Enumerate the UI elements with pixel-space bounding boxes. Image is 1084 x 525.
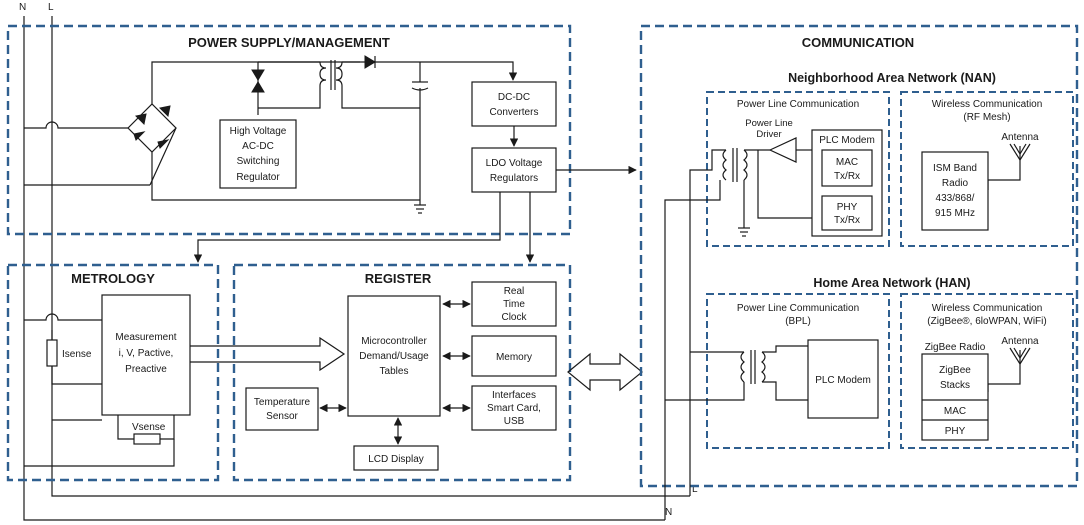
mcu-line1: Microcontroller [361,336,427,347]
interfaces-line2: Smart Card, [487,403,541,414]
mcu-box [347,295,441,417]
dcdc-line1: DC-DC [498,92,530,103]
register-section: REGISTER Microcontroller Demand/Usage Ta… [232,263,572,482]
ism-line4: 915 MHz [935,208,975,219]
metrology-section: METROLOGY Measurement i, V, Pactive, Pre… [6,263,346,482]
measurement-line2: i, V, Pactive, [119,348,174,359]
mcu-line2: Demand/Usage [359,351,429,362]
hv-regulator-line3: Switching [237,156,280,167]
interfaces-line3: USB [504,416,525,427]
dcdc-line2: Converters [490,107,539,118]
nan-mac-line2: Tx/Rx [834,171,860,182]
vsense-label: Vsense [132,422,166,433]
zigbee-mac-label: MAC [944,406,966,417]
measurement-line3: Preactive [125,364,167,375]
nan-pl-driver [768,137,797,163]
ism-radio-box [921,151,989,231]
communication-title: COMMUNICATION [802,35,914,50]
temp-line2: Sensor [266,411,298,422]
han-antenna-icon [987,347,1031,392]
rtc-line3: Clock [501,312,527,323]
nan-phy-line2: Tx/Rx [834,215,860,226]
memory-label: Memory [496,352,532,363]
han-title: Home Area Network (HAN) [813,276,970,290]
register-title: REGISTER [365,271,432,286]
hv-regulator-box [219,119,297,189]
nan-antenna-label: Antenna [1001,132,1039,143]
nan-mac-line1: MAC [836,157,858,168]
nan-pl-driver-line2: Driver [756,129,781,140]
nan-wireless-title-line2: (RF Mesh) [963,112,1010,123]
nan-plc-title: Power Line Communication [737,99,859,110]
zigbee-stacks-line2: Stacks [940,380,970,391]
han-plc-modem-label: PLC Modem [815,375,871,386]
register-frame [232,263,572,482]
isense-resistor [46,339,58,367]
power-supply-frame [6,24,572,236]
memory-box [471,335,557,377]
han-plc-title-line1: Power Line Communication [737,303,859,314]
rtc-line2: Time [503,299,525,310]
ldo-line2: Regulators [490,173,538,184]
han-antenna-label: Antenna [1001,336,1039,347]
nan-mac-box [821,149,873,187]
hv-regulator-line2: AC-DC [242,141,274,152]
mains-l-label: L [48,2,54,13]
zigbee-radio-box [921,353,989,441]
hv-regulator-line1: High Voltage [230,126,287,137]
ism-line2: Radio [942,178,969,189]
han-plc-modem-box [807,339,879,419]
han-plc-frame [706,293,890,449]
lcd-box [353,445,439,471]
nan-plc-modem-label: PLC Modem [819,135,875,146]
communication-section: COMMUNICATION Neighborhood Area Network … [639,24,1079,520]
mains-n-label: N [19,2,26,13]
han-l-label: L [692,484,698,495]
nan-wireless-frame [900,91,1074,247]
interfaces-box [471,385,557,431]
zigbee-radio-label: ZigBee Radio [925,342,986,353]
ism-line1: ISM Band [933,163,977,174]
hv-regulator-line4: Regulator [236,172,280,183]
ldo-line1: LDO Voltage [486,158,543,169]
han-n-label: N [665,507,672,518]
han-wireless-frame [900,293,1074,449]
ism-line3: 433/868/ [936,193,975,204]
measurement-box [101,294,191,416]
rtc-box [471,281,557,327]
power-supply-title: POWER SUPPLY/MANAGEMENT [188,35,390,50]
mains-wiring: N L N L [19,2,698,521]
temp-sensor-box [245,387,319,431]
ldo-box [471,147,557,193]
mcu-line3: Tables [380,366,409,377]
zigbee-phy-label: PHY [945,426,966,437]
han-wireless-title-line2: (ZigBee®, 6loWPAN, WiFi) [927,316,1046,327]
interfaces-line1: Interfaces [492,390,536,401]
nan-antenna-icon [987,143,1031,190]
dcdc-box [471,81,557,127]
han-plc-title-line2: (BPL) [785,316,811,327]
isense-label: Isense [62,349,92,360]
register-comm-arrow [567,352,643,392]
nan-wireless-title-line1: Wireless Communication [932,99,1043,110]
communication-frame [639,24,1079,488]
lcd-label: LCD Display [368,454,424,465]
nan-phy-line1: PHY [837,202,858,213]
temp-line1: Temperature [254,397,311,408]
measurement-line1: Measurement [115,332,176,343]
nan-title: Neighborhood Area Network (NAN) [788,71,996,85]
rtc-line1: Real [504,286,525,297]
metrology-frame [6,263,220,482]
han-wireless-title-line1: Wireless Communication [932,303,1043,314]
nan-plc-frame [706,91,890,247]
vsense-resistor [133,433,161,445]
metrology-title: METROLOGY [71,271,155,286]
nan-pl-driver-line1: Power Line [745,118,793,129]
zigbee-stacks-line1: ZigBee [939,365,971,376]
nan-phy-box [821,195,873,231]
power-supply-section: POWER SUPPLY/MANAGEMENT [6,24,637,263]
